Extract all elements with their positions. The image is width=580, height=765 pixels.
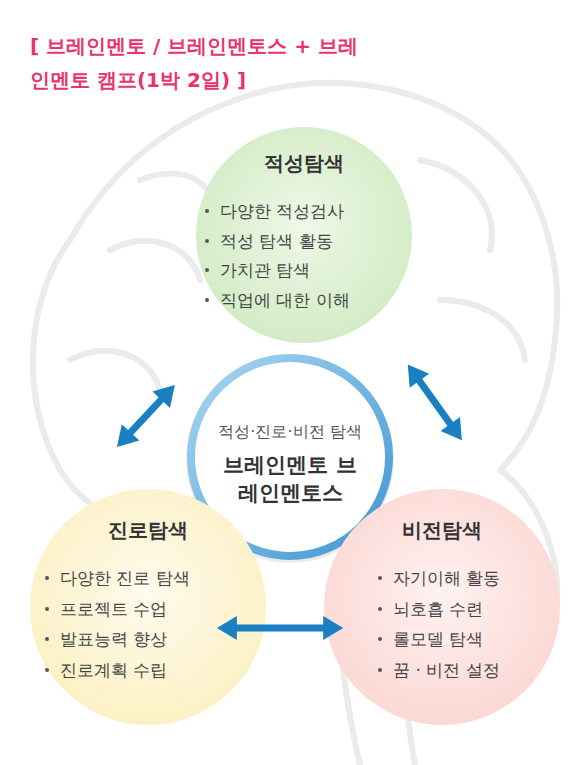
circle-node: 적성탐색다양한 적성검사적성 탐색 활동가치관 탐색직업에 대한 이해 [196, 127, 412, 343]
list-item-text: 프로젝트 수업 [60, 597, 167, 621]
bullet-dot [378, 668, 382, 672]
circle-heading: 비전탐색 [324, 517, 560, 543]
circle-node: 비전탐색자기이해 활동뇌호흡 수련롤모델 탐색꿈 · 비전 설정 [324, 489, 560, 725]
list-item: 자기이해 활동 [378, 566, 500, 590]
list-item-text: 가치관 탐색 [220, 258, 310, 282]
bullet-dot [45, 607, 49, 611]
list-item: 다양한 진로 탐색 [45, 566, 190, 590]
bullet-dot [205, 268, 209, 272]
circle-title: 브레인멘토 브레인멘토스 [220, 451, 360, 507]
list-item: 프로젝트 수업 [45, 597, 167, 621]
list-item: 직업에 대한 이해 [205, 288, 350, 312]
list-item-text: 자기이해 활동 [393, 566, 500, 590]
diagram-title: [ 브레인멘토 / 브레인멘토스 + 브레인멘토 캠프(1박 2일) ] [30, 29, 360, 97]
circle-subtitle: 적성·진로·비전 탐색 [187, 421, 393, 443]
circle-heading: 진로탐색 [30, 517, 266, 543]
list-item: 롤모델 탐색 [378, 627, 483, 651]
bullet-dot [45, 668, 49, 672]
arrow-head [152, 385, 174, 408]
list-item-text: 진로계획 수립 [60, 658, 167, 682]
double-arrow [117, 385, 175, 447]
double-arrow [217, 616, 343, 640]
list-item-text: 뇌호흡 수련 [393, 597, 483, 621]
arrow-shaft [236, 625, 324, 632]
arrow-head [217, 616, 237, 640]
arrow-shaft [130, 399, 162, 433]
bullet-dot [45, 637, 49, 641]
circle-node: 진로탐색다양한 진로 탐색프로젝트 수업발표능력 향상진로계획 수립 [30, 489, 266, 725]
list-item-text: 직업에 대한 이해 [220, 288, 350, 312]
bullet-dot [378, 576, 382, 580]
bullet-dot [205, 209, 209, 213]
list-item: 다양한 적성검사 [205, 199, 344, 223]
list-item-text: 발표능력 향상 [60, 627, 167, 651]
list-item: 뇌호흡 수련 [378, 597, 483, 621]
list-item: 진로계획 수립 [45, 658, 167, 682]
circle-heading: 적성탐색 [196, 150, 412, 176]
list-item: 가치관 탐색 [205, 258, 310, 282]
list-item-text: 다양한 적성검사 [220, 199, 344, 223]
list-item-text: 롤모델 탐색 [393, 627, 483, 651]
bullet-dot [378, 607, 382, 611]
circle-outline [196, 127, 412, 343]
list-item: 적성 탐색 활동 [205, 229, 333, 253]
bullet-dot [205, 298, 209, 302]
arrow-head [440, 417, 461, 440]
bullet-dot [45, 576, 49, 580]
arrow-head [408, 365, 429, 388]
circle-outline [324, 489, 560, 725]
list-item: 발표능력 향상 [45, 627, 167, 651]
circle-outline [30, 489, 266, 725]
arrow-shaft [419, 380, 451, 425]
list-item-text: 꿈 · 비전 설정 [393, 658, 500, 682]
list-item-text: 다양한 진로 탐색 [60, 566, 190, 590]
arrow-head [117, 424, 139, 447]
list-item: 꿈 · 비전 설정 [378, 658, 500, 682]
bullet-dot [205, 239, 209, 243]
arrow-head [323, 616, 343, 640]
double-arrow [408, 365, 462, 441]
bullet-dot [378, 637, 382, 641]
list-item-text: 적성 탐색 활동 [220, 229, 333, 253]
